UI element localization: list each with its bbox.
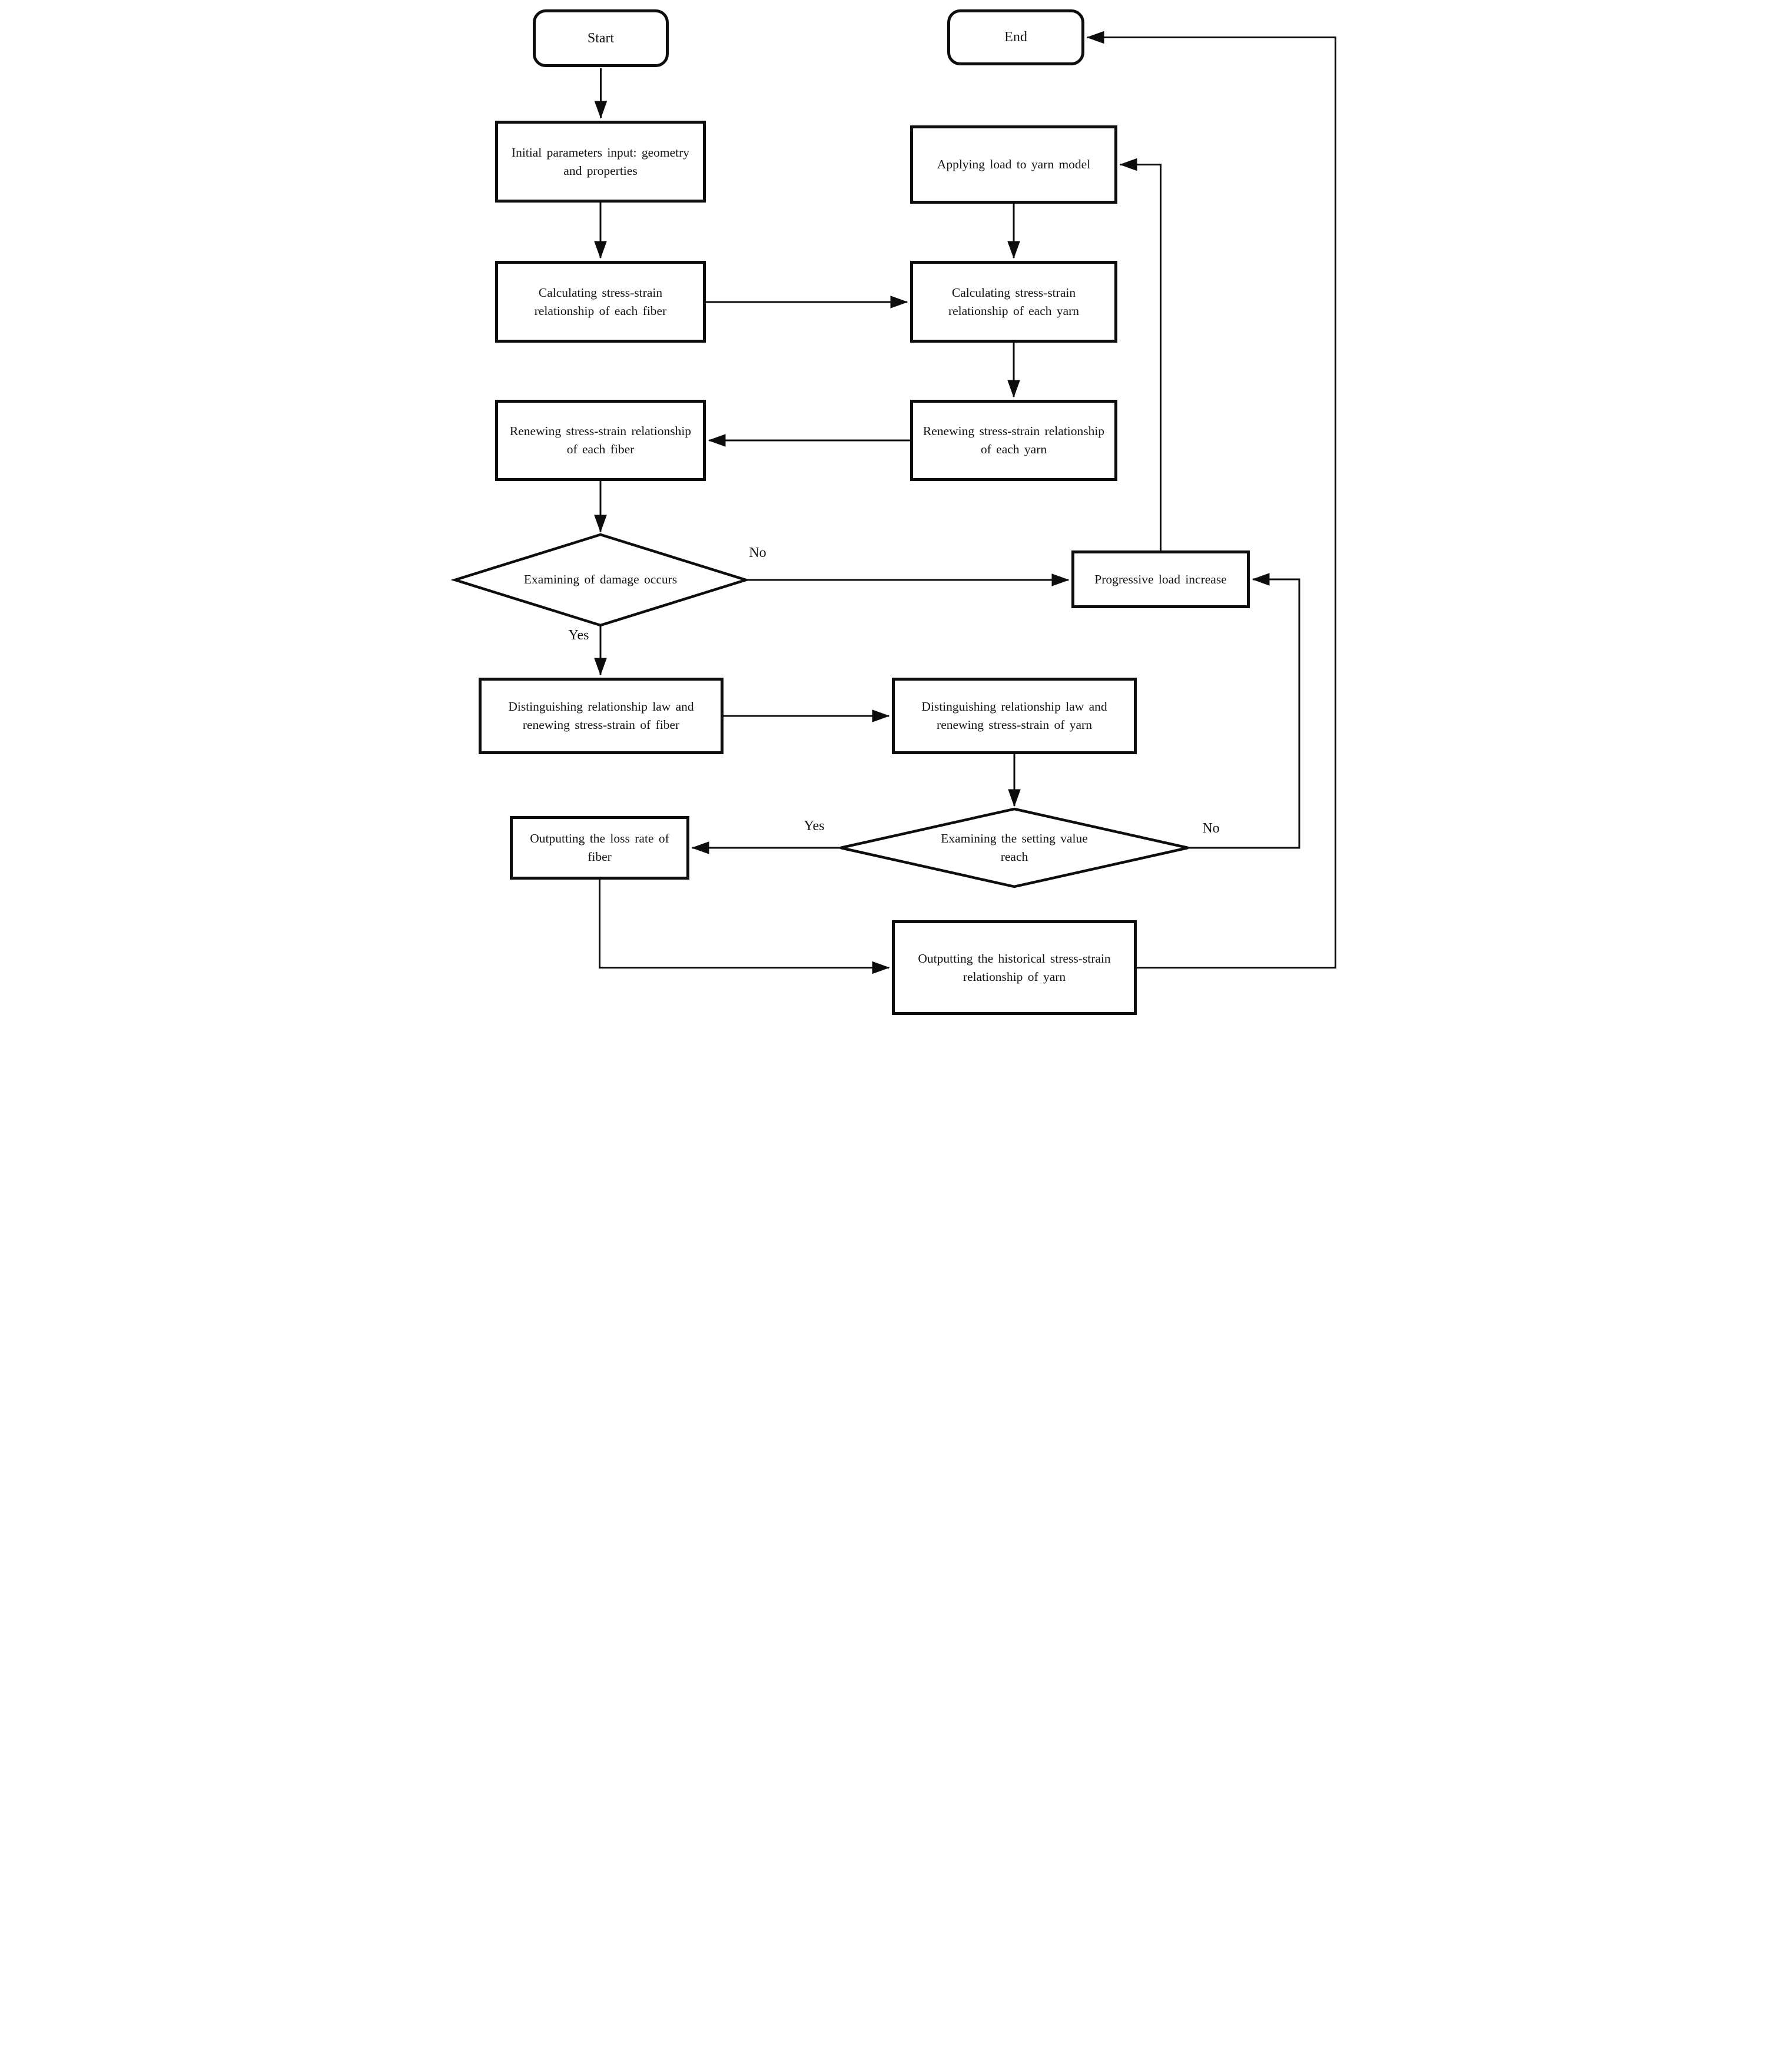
node-renewing-yarn: Renewing stress-strain relationship of e…: [910, 400, 1117, 481]
node-calculating-fiber: Calculating stress-strain relationship o…: [495, 261, 706, 343]
edge-label-damage-no: No: [749, 545, 766, 560]
node-calculating-yarn-label: Calculating stress-strain relationship o…: [948, 285, 1080, 318]
edge-label-setting-no: No: [1202, 821, 1220, 836]
edge-progressive-to-applying: [1119, 158, 1162, 550]
node-progressive-load: Progressive load increase: [1071, 550, 1250, 608]
diamond-examine-setting-label: Examining the setting value reach: [941, 831, 1088, 864]
edge-label-setting-yes: Yes: [804, 818, 825, 834]
node-initial-parameters-label: Initial parameters input: geometry and p…: [511, 145, 690, 178]
connector-layer: [450, 31, 1336, 974]
node-distinguishing-fiber: Distinguishing relationship law and rene…: [479, 678, 724, 754]
node-initial-parameters: Initial parameters input: geometry and p…: [495, 121, 706, 203]
node-applying-load-label: Applying load to yarn model: [937, 157, 1091, 172]
node-end: End: [947, 9, 1084, 65]
diamond-examine-damage-label: Examining of damage occurs: [523, 572, 678, 587]
diamond-examine-setting: [840, 807, 1189, 888]
node-renewing-fiber: Renewing stress-strain relationship of e…: [495, 400, 706, 481]
node-output-historical-label: Outputting the historical stress-strain …: [918, 951, 1111, 984]
edge-out-hist-to-end: [1086, 31, 1336, 969]
node-calculating-yarn: Calculating stress-strain relationship o…: [910, 261, 1117, 343]
node-calculating-fiber-label: Calculating stress-strain relationship o…: [534, 285, 667, 318]
edge-setting-no-to-progressive: [1188, 573, 1300, 849]
node-output-historical: Outputting the historical stress-strain …: [892, 920, 1137, 1015]
node-distinguishing-yarn-label: Distinguishing relationship law and rene…: [921, 699, 1107, 732]
node-distinguishing-fiber-label: Distinguishing relationship law and rene…: [508, 699, 694, 732]
node-progressive-load-label: Progressive load increase: [1094, 572, 1227, 586]
node-distinguishing-yarn: Distinguishing relationship law and rene…: [892, 678, 1137, 754]
node-start: Start: [533, 9, 669, 67]
edge-out-loss-to-out-hist: [599, 880, 890, 974]
node-output-loss-rate-label: Outputting the loss rate of fiber: [530, 831, 669, 864]
node-renewing-yarn-label: Renewing stress-strain relationship of e…: [922, 424, 1105, 456]
edge-label-damage-yes: Yes: [568, 628, 589, 643]
node-end-label: End: [1004, 29, 1027, 45]
node-renewing-fiber-label: Renewing stress-strain relationship of e…: [509, 424, 692, 456]
node-applying-load: Applying load to yarn model: [910, 125, 1117, 204]
flowchart-canvas: Start End Initial parameters input: geom…: [448, 0, 1344, 1027]
node-start-label: Start: [587, 30, 615, 46]
node-output-loss-rate: Outputting the loss rate of fiber: [510, 816, 689, 880]
